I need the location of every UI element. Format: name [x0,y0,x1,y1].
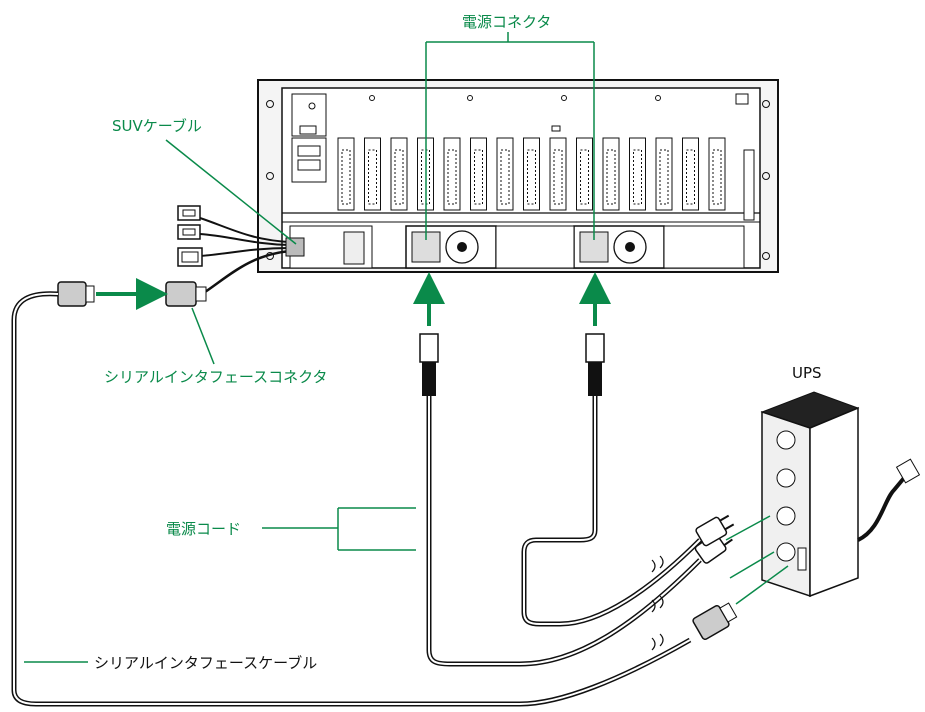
serial-interface-cable-label: シリアルインタフェースケーブル [94,654,318,672]
server-chassis [257,79,779,273]
pci-slot-vent [659,149,669,205]
pci-slot-vent [686,149,695,205]
suv-cable [165,205,305,307]
pci-slot-vent [341,149,351,205]
pci-slot-vent [527,149,536,205]
pci-slot-array [337,137,726,211]
power-cord-1 [419,333,733,667]
pci-slot-vent [500,149,510,205]
power-connector-label: 電源コネクタ [462,13,552,31]
pci-slot-vent [553,149,563,205]
pci-slot-vent [606,149,616,205]
callout-lines [24,32,595,663]
pci-slot-vent [633,149,642,205]
ups-label: UPS [792,364,822,382]
pci-slot-vent [474,149,483,205]
serial-interface-connector-label: シリアルインタフェースコネクタ [104,368,328,386]
ups-insert-arrows [725,515,789,605]
pci-slot-vent [447,149,457,205]
power-cord-label: 電源コード [166,520,242,538]
pci-slot-vent [394,149,404,205]
pci-slot-vent [580,149,589,205]
ups-unit [760,391,921,598]
suv-cable-label: SUVケーブル [112,117,202,135]
power-cord-2 [521,333,735,627]
serial-interface-cable [11,281,738,707]
pci-slot-vent [712,149,722,205]
pci-slot-vent [368,149,377,205]
cable-break-marks [651,555,664,651]
